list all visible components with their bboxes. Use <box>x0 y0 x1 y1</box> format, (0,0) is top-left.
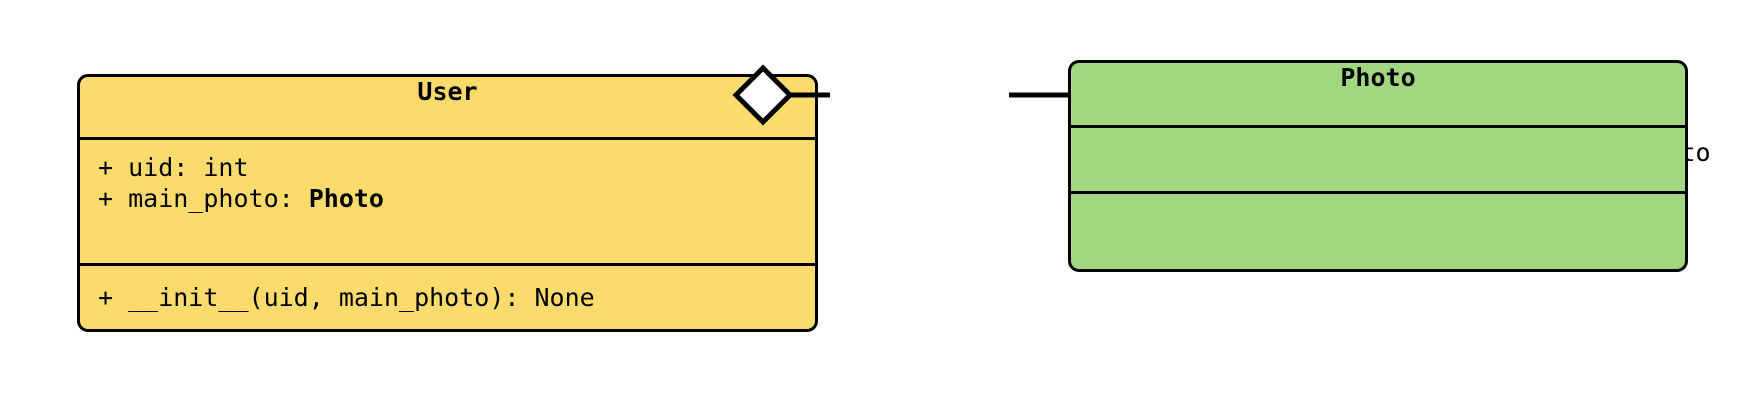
user-attributes-compartment: + uid: int + main_photo: Photo <box>80 137 815 263</box>
user-attribute-main-photo-type: Photo <box>308 184 384 213</box>
user-title-compartment: User <box>80 77 815 137</box>
user-method-init: + __init__(uid, main_photo): None <box>98 282 797 313</box>
photo-class-name: Photo <box>1340 63 1416 92</box>
association-line-svg <box>732 64 1070 126</box>
association-user-photo[interactable]: main_photo <box>730 58 1713 168</box>
photo-attribute-list <box>1071 128 1685 148</box>
photo-attributes-compartment <box>1071 125 1685 191</box>
user-method-init-text: + __init__(uid, main_photo): None <box>98 283 595 312</box>
user-attribute-list: + uid: int + main_photo: Photo <box>80 140 815 275</box>
photo-title-compartment: Photo <box>1071 63 1685 125</box>
user-methods-compartment: + __init__(uid, main_photo): None <box>80 263 815 329</box>
photo-methods-compartment <box>1071 191 1685 269</box>
uml-class-photo[interactable]: Photo <box>1068 60 1688 272</box>
uml-class-user[interactable]: User + uid: int + main_photo: Photo + __… <box>77 74 818 332</box>
user-attribute-uid-text: + uid: int <box>98 153 249 182</box>
user-attribute-main-photo: + main_photo: Photo <box>98 183 797 214</box>
user-method-list: + __init__(uid, main_photo): None <box>80 266 815 329</box>
user-attribute-uid: + uid: int <box>98 152 797 183</box>
user-class-name: User <box>417 77 478 106</box>
user-attribute-main-photo-text: + main_photo: <box>98 184 309 213</box>
photo-method-list <box>1071 194 1685 214</box>
aggregation-diamond-icon <box>732 64 794 126</box>
